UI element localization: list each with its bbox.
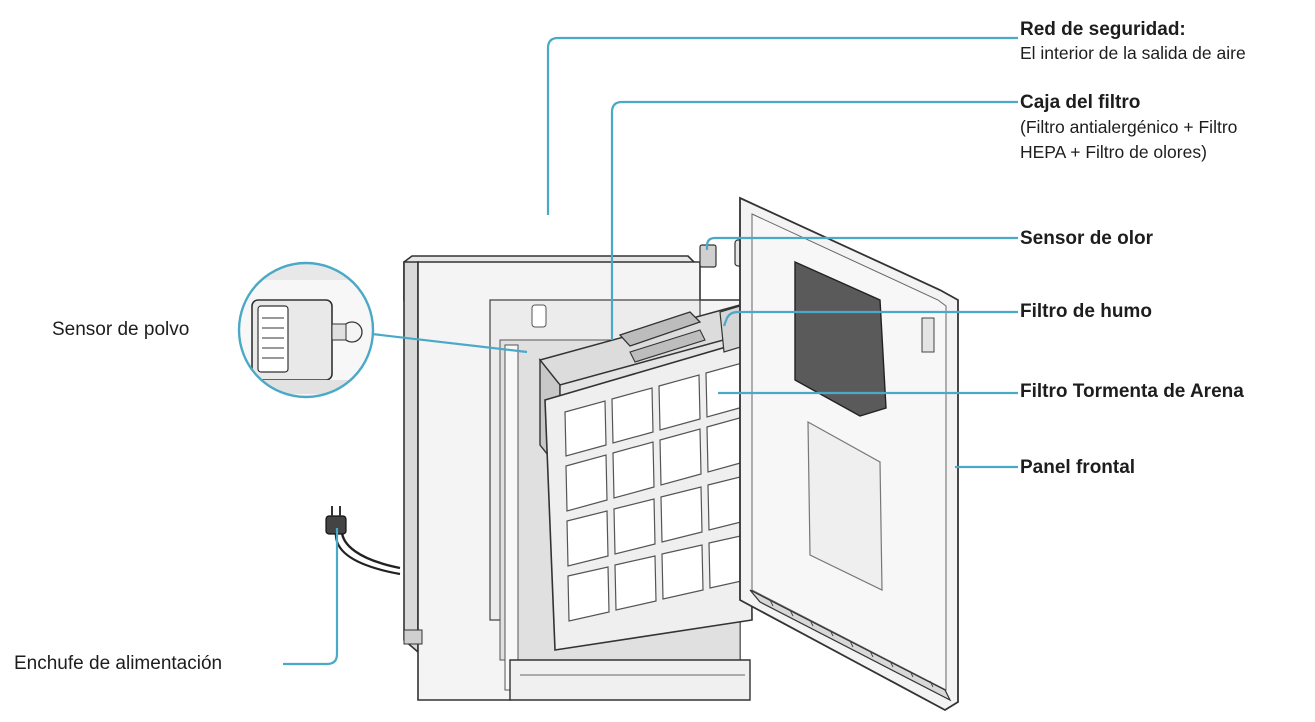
panel-frontal-label: Panel frontal xyxy=(1020,457,1136,478)
enchufe-label: Enchufe de alimentación xyxy=(14,653,223,674)
filtro-humo-label: Filtro de humo xyxy=(1020,301,1152,322)
front-panel xyxy=(739,196,959,712)
caja-filtro-desc-line2: HEPA + Filtro de olores) xyxy=(1020,142,1207,162)
filtro-tormenta-label: Filtro Tormenta de Arena xyxy=(1020,381,1244,402)
caja-filtro-title: Caja del filtro xyxy=(1020,92,1141,113)
red-seguridad-title: Red de seguridad: xyxy=(1020,19,1186,40)
sandstorm-filter xyxy=(544,338,753,651)
sensor-polvo-label: Sensor de polvo xyxy=(52,319,190,340)
dust-sensor-magnifier xyxy=(237,261,375,399)
sensor-olor-label: Sensor de olor xyxy=(1020,228,1154,249)
leader-lines xyxy=(283,36,1018,666)
red-seguridad-desc: El interior de la salida de aire xyxy=(1020,43,1246,63)
caja-filtro-desc-line1: (Filtro antialergénico + Filtro xyxy=(1020,117,1238,137)
